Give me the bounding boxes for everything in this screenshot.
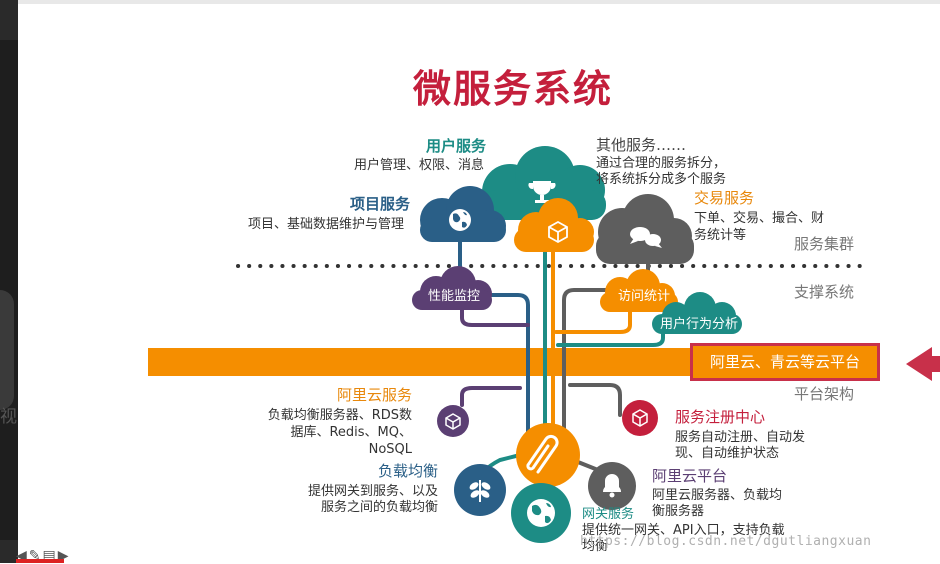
registry-title: 服务注册中心 bbox=[675, 408, 766, 426]
line-aliyun bbox=[460, 386, 522, 407]
page-title: 微服务系统 bbox=[412, 67, 613, 111]
chat-icon bbox=[630, 227, 662, 248]
other-service-title: 其他服务…… bbox=[596, 136, 687, 154]
trade-service-desc-2: 务统计等 bbox=[694, 228, 747, 243]
gateway-desc-2: 均衡 bbox=[582, 539, 609, 554]
next-icon[interactable]: ▶ bbox=[57, 548, 69, 564]
user-behavior-label: 用户行为分析 bbox=[660, 317, 739, 332]
gateway-title: 网关服务 bbox=[582, 507, 635, 522]
load-balance-desc-2: 服务之间的负载均衡 bbox=[320, 500, 438, 515]
access-stats-cloud bbox=[600, 269, 678, 312]
viewer-side-tab[interactable] bbox=[0, 290, 14, 410]
viewer-edge bbox=[0, 40, 18, 540]
registry-desc-2: 现、自动维护状态 bbox=[675, 446, 780, 461]
perf-monitor-label: 性能监控 bbox=[428, 289, 481, 304]
slide-top-strip bbox=[18, 0, 940, 4]
aliyun-platform-desc-2: 衡服务器 bbox=[652, 504, 705, 519]
leaf-icon bbox=[469, 480, 491, 502]
user-behavior-cloud bbox=[652, 292, 742, 334]
aliyun-service-title: 阿里云服务 bbox=[336, 386, 412, 404]
watermark: https://blog.csdn.net/dgutliangxuan bbox=[580, 534, 872, 549]
cloud-platform-box: 阿里云、青云等云平台 bbox=[690, 343, 880, 381]
viewer-left-frame bbox=[0, 0, 18, 563]
layer-support-system: 支撑系统 bbox=[794, 283, 855, 301]
pen-icon[interactable]: ✎ bbox=[28, 548, 41, 564]
aliyun-service-desc-3: NoSQL bbox=[368, 442, 412, 457]
box-icon bbox=[632, 409, 648, 427]
aliyun-service-desc-1: 负载均衡服务器、RDS数 bbox=[267, 408, 412, 423]
layer-platform-arch: 平台架构 bbox=[794, 385, 855, 403]
aliyun-service-desc-2: 据库、Redis、MQ、 bbox=[290, 425, 412, 440]
prev-icon[interactable]: ◀ bbox=[16, 548, 27, 564]
project-service-title: 项目服务 bbox=[350, 195, 411, 213]
gateway-desc-1: 提供统一网关、API入口，支持负载 bbox=[582, 523, 785, 538]
trade-service-desc-1: 下单、交易、撮合、财 bbox=[694, 211, 825, 226]
line-access bbox=[554, 303, 632, 334]
registry-desc-1: 服务自动注册、自动发 bbox=[675, 430, 806, 445]
layer-service-cluster: 服务集群 bbox=[794, 235, 855, 253]
aliyun-platform-desc-1: 阿里云服务器、负载均 bbox=[652, 488, 783, 503]
line-behavior bbox=[556, 323, 665, 347]
trade-service-title: 交易服务 bbox=[694, 189, 755, 207]
bell-icon bbox=[603, 474, 621, 498]
trophy-icon bbox=[528, 181, 556, 203]
globe-icon bbox=[527, 499, 555, 527]
load-balance-desc-1: 提供网关到服务、以及 bbox=[307, 484, 438, 499]
aliyun-platform-title: 阿里云平台 bbox=[652, 467, 728, 485]
other-service-desc-1: 通过合理的服务拆分， bbox=[596, 156, 727, 171]
other-service-cloud bbox=[596, 194, 694, 264]
aliyun-service-circle bbox=[437, 405, 469, 437]
arrow-left-icon bbox=[906, 347, 940, 381]
box-icon bbox=[548, 220, 568, 244]
globe-icon bbox=[449, 209, 471, 231]
progress-indicator bbox=[16, 559, 64, 563]
paperclip-icon bbox=[526, 434, 559, 474]
line-registry bbox=[568, 383, 622, 417]
box-icon bbox=[445, 413, 461, 430]
access-stats-label: 访问统计 bbox=[618, 289, 671, 304]
user-service-title: 用户服务 bbox=[426, 137, 487, 155]
user-service-desc: 用户管理、权限、消息 bbox=[354, 158, 485, 173]
other-service-desc-2: 将系统拆分成多个服务 bbox=[596, 172, 727, 187]
load-balance-title: 负载均衡 bbox=[377, 462, 438, 480]
perf-monitor-cloud bbox=[412, 266, 492, 310]
line-monitor bbox=[460, 308, 530, 327]
project-service-desc: 项目、基础数据维护与管理 bbox=[248, 217, 405, 232]
side-glyph: 视 bbox=[0, 407, 17, 427]
